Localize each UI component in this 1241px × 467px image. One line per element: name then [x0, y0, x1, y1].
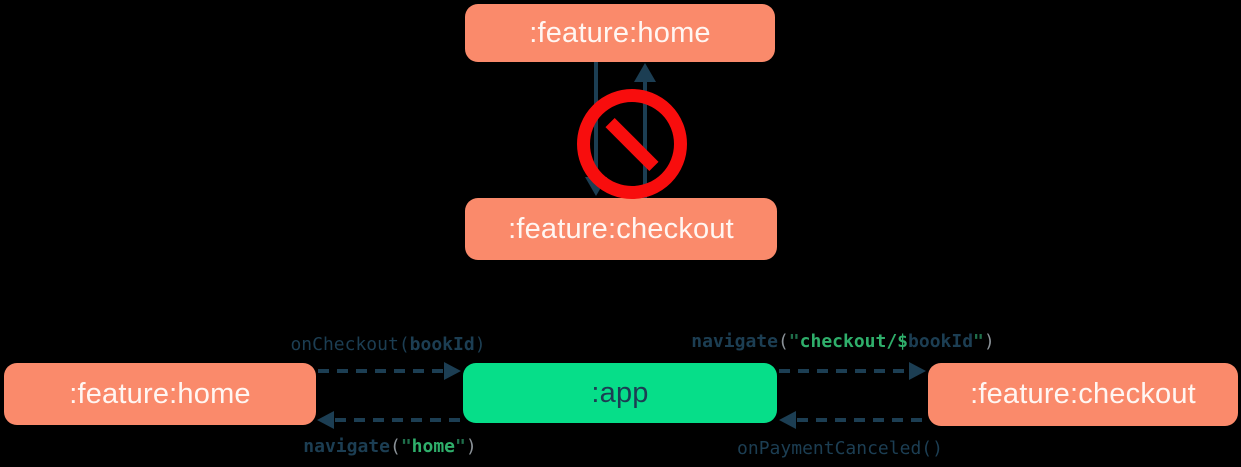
- feature-checkout-label: :feature:checkout: [970, 378, 1196, 410]
- on-checkout-arrow-head: [444, 362, 461, 380]
- navigate-checkout-arrow-line: [779, 369, 910, 373]
- feature-home-module-box-bottom: :feature:home: [4, 363, 316, 425]
- feature-checkout-module-box-top: :feature:checkout: [465, 198, 777, 260]
- on-checkout-code-label: onCheckout(bookId): [290, 334, 485, 355]
- app-module-box: :app: [463, 363, 777, 423]
- no-entry-icon: [577, 89, 687, 199]
- code-token: ): [465, 436, 477, 457]
- feature-checkout-module-box-bottom: :feature:checkout: [928, 363, 1238, 426]
- code-token: ": [973, 331, 984, 352]
- navigate-checkout-code-label: navigate("checkout/$bookId"): [691, 331, 994, 352]
- code-token: ): [983, 331, 995, 352]
- code-token: navigate: [691, 331, 778, 352]
- code-token: ": [455, 436, 466, 457]
- dependency-arrow-up-head: [634, 63, 656, 82]
- code-token: (: [777, 331, 789, 352]
- code-token: bookId: [409, 334, 475, 355]
- code-token: ): [474, 334, 486, 355]
- code-token: checkout/$: [799, 331, 909, 352]
- code-token: bookId: [908, 331, 974, 352]
- feature-home-label: :feature:home: [69, 377, 251, 410]
- navigate-home-arrow-head: [317, 411, 334, 429]
- code-token: ": [788, 331, 800, 352]
- navigate-home-code-label: navigate("home"): [303, 436, 476, 457]
- on-checkout-arrow-line: [318, 369, 446, 373]
- code-token: home: [411, 436, 456, 457]
- feature-checkout-label: :feature:checkout: [508, 212, 734, 245]
- on-payment-canceled-arrow-line: [797, 418, 927, 422]
- feature-home-label: :feature:home: [529, 16, 711, 49]
- code-token: ": [400, 436, 412, 457]
- code-token: onCheckout(: [290, 334, 410, 355]
- feature-home-module-box-top: :feature:home: [465, 4, 775, 62]
- code-token: onPaymentCanceled(): [737, 438, 943, 459]
- on-payment-canceled-code-label: onPaymentCanceled(): [737, 438, 943, 459]
- on-payment-canceled-arrow-head: [779, 411, 796, 429]
- navigate-home-arrow-line: [335, 418, 463, 422]
- code-token: (: [389, 436, 401, 457]
- app-label: :app: [591, 376, 649, 409]
- navigate-checkout-arrow-head: [909, 362, 926, 380]
- code-token: navigate: [303, 436, 390, 457]
